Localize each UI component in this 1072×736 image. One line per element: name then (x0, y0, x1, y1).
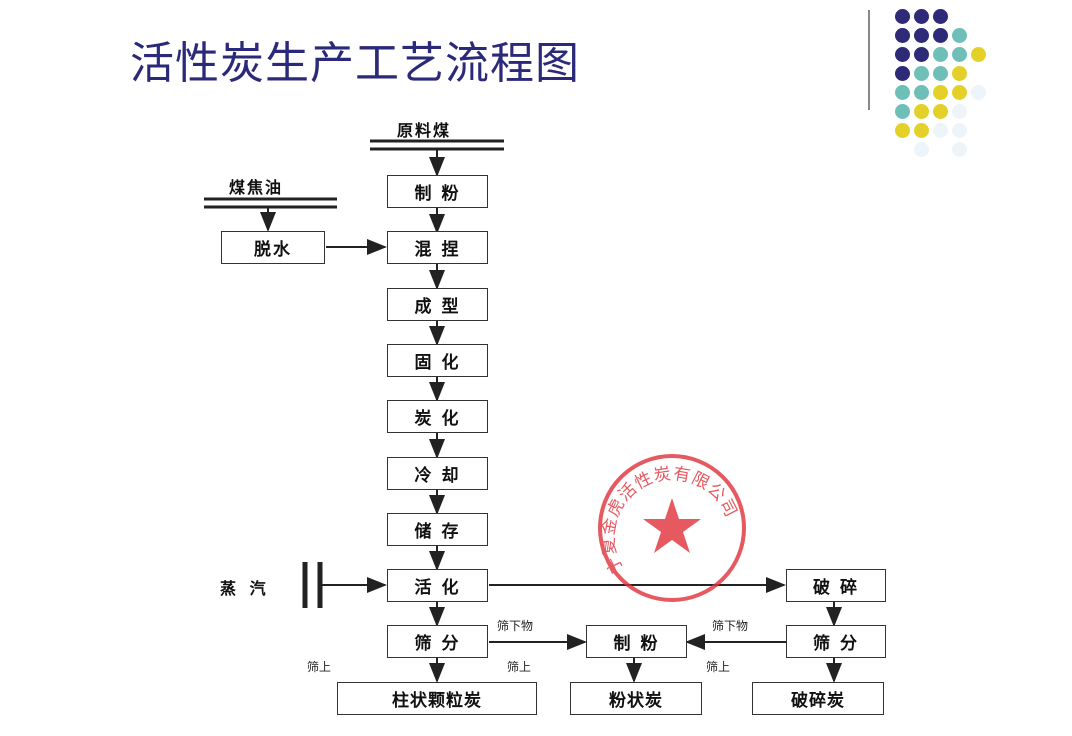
seal-star-icon (643, 498, 701, 553)
decor-dot (914, 85, 929, 100)
decor-dot (933, 28, 948, 43)
step-screening: 筛 分 (387, 625, 488, 658)
company-seal: 宁夏金虎活性炭有限公司 (596, 452, 748, 604)
label-oversize-1: 筛上 (307, 660, 332, 674)
decor-dot (914, 9, 929, 24)
step-carbonization: 炭 化 (387, 400, 488, 433)
step-storage: 储 存 (387, 513, 488, 546)
step-forming: 成 型 (387, 288, 488, 321)
product-crushed-carbon: 破碎炭 (752, 682, 884, 715)
decor-dot (952, 66, 967, 81)
decor-dot (895, 123, 910, 138)
seal-ring (598, 454, 746, 602)
page-title: 活性炭生产工艺流程图 (130, 38, 580, 89)
label-oversize-3: 筛上 (706, 660, 731, 674)
input-steam: 蒸 汽 (220, 579, 270, 598)
decor-dot (914, 66, 929, 81)
decor-dot (914, 142, 929, 157)
decor-dot (933, 123, 948, 138)
step-mixing: 混 捏 (387, 231, 488, 264)
label-undersize-left: 筛下物 (497, 619, 534, 633)
decor-dot (914, 28, 929, 43)
decor-dot (933, 104, 948, 119)
decor-dot (971, 47, 986, 62)
decor-dot (895, 104, 910, 119)
step-milling-2: 制 粉 (586, 625, 687, 658)
input-coal-tar: 煤焦油 (229, 178, 284, 197)
step-milling: 制 粉 (387, 175, 488, 208)
decor-dot (933, 47, 948, 62)
decor-dot (895, 47, 910, 62)
step-curing: 固 化 (387, 344, 488, 377)
decor-dot (971, 85, 986, 100)
step-crushing: 破 碎 (786, 569, 886, 602)
decor-dot (895, 9, 910, 24)
step-activation: 活 化 (387, 569, 488, 602)
decor-divider (868, 10, 870, 110)
decor-dot (952, 85, 967, 100)
decor-dot (952, 123, 967, 138)
step-cooling: 冷 却 (387, 457, 488, 490)
product-powder-carbon: 粉状炭 (570, 682, 702, 715)
decor-dot (933, 66, 948, 81)
product-columnar-carbon: 柱状颗粒炭 (337, 682, 537, 715)
decor-dot (914, 104, 929, 119)
label-oversize-2: 筛上 (507, 660, 532, 674)
decor-dot (914, 123, 929, 138)
decor-dot (952, 47, 967, 62)
input-raw-coal: 原料煤 (397, 121, 452, 140)
label-undersize-right: 筛下物 (712, 619, 749, 633)
decor-dot (933, 85, 948, 100)
decor-dot (895, 28, 910, 43)
decor-dot (952, 142, 967, 157)
decor-dot (933, 9, 948, 24)
decor-dot (952, 28, 967, 43)
step-dewater: 脱水 (221, 231, 325, 264)
decor-dot (952, 104, 967, 119)
decor-dot (914, 47, 929, 62)
step-screening-2: 筛 分 (786, 625, 886, 658)
decor-dot (895, 85, 910, 100)
decor-dot (895, 66, 910, 81)
